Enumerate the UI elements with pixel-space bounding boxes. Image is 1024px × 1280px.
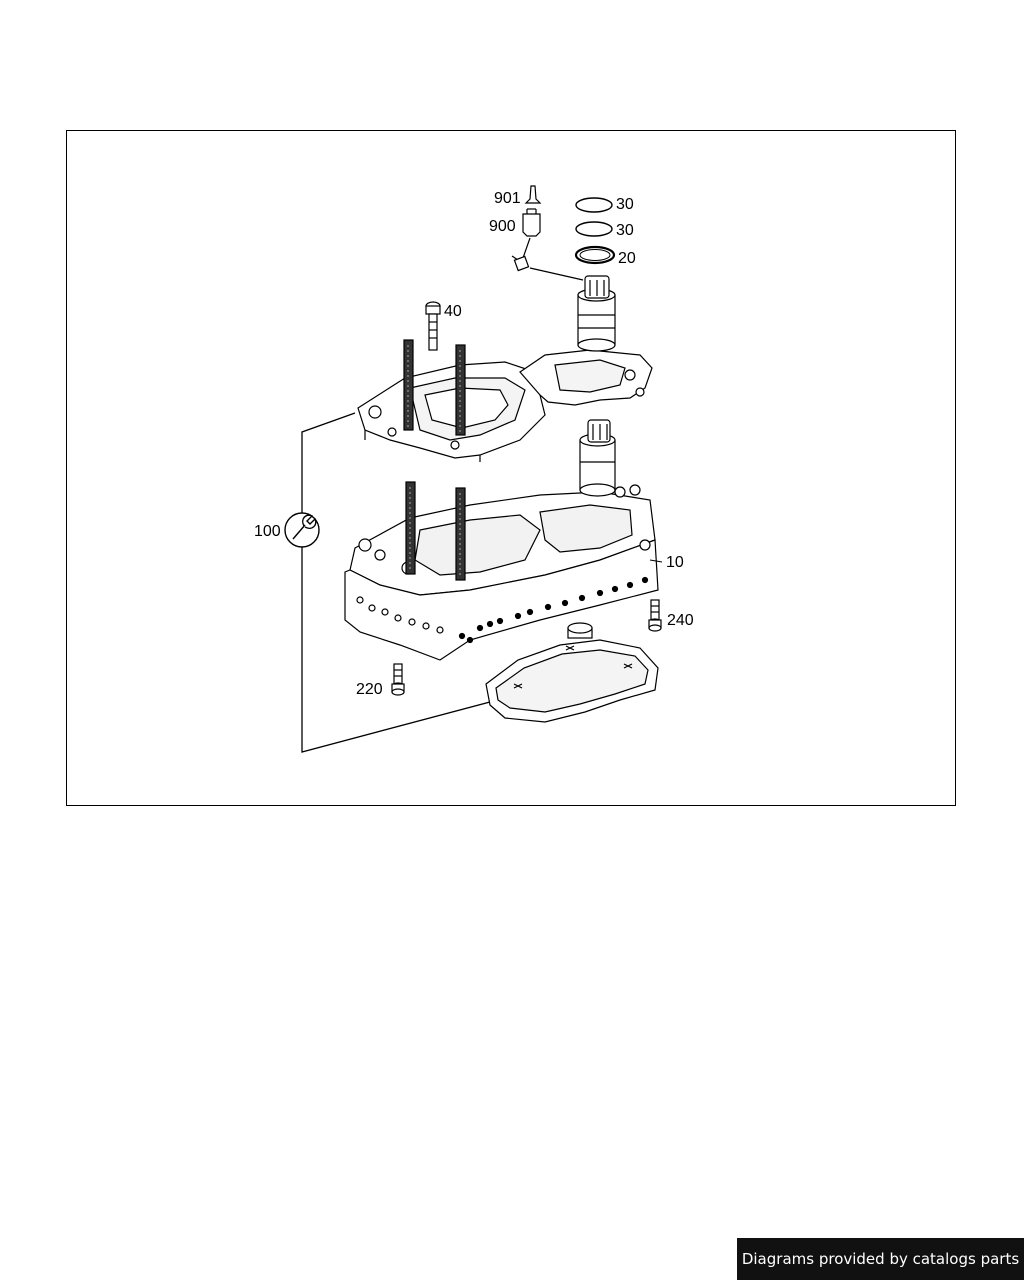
callout-901: 901 [494,190,521,207]
lower-connector-housing [579,419,616,497]
bolt-40 [425,301,441,351]
callout-30-upper: 30 [616,196,634,213]
leader-lines [649,559,663,563]
callout-labels: 901 900 30 30 20 40 100 10 240 220 [254,190,694,698]
assembly-bracket-line [301,412,521,753]
credit-badge: Diagrams provided by catalogs parts [737,1238,1024,1280]
o-rings [574,197,616,265]
lower-guide-pins [405,481,466,581]
callout-40: 40 [444,303,462,320]
upper-plate [357,349,653,462]
seal-901 [524,185,542,204]
bolt-220 [391,663,405,696]
upper-guide-pins [403,339,466,436]
bolt-240 [648,599,662,632]
oil-filter [485,622,659,723]
callout-30-lower: 30 [616,222,634,239]
plug-900 [522,208,541,237]
upper-connector-housing [577,275,616,352]
callout-900: 900 [489,218,516,235]
wrench-icon [284,512,320,548]
callout-220: 220 [356,681,383,698]
callout-10: 10 [666,554,684,571]
valve-body [344,484,659,661]
callout-240: 240 [667,612,694,629]
callout-20: 20 [618,250,636,267]
credit-text: Diagrams provided by catalogs parts [741,1250,1020,1268]
connector-pin [511,237,584,281]
callout-100: 100 [254,523,281,540]
